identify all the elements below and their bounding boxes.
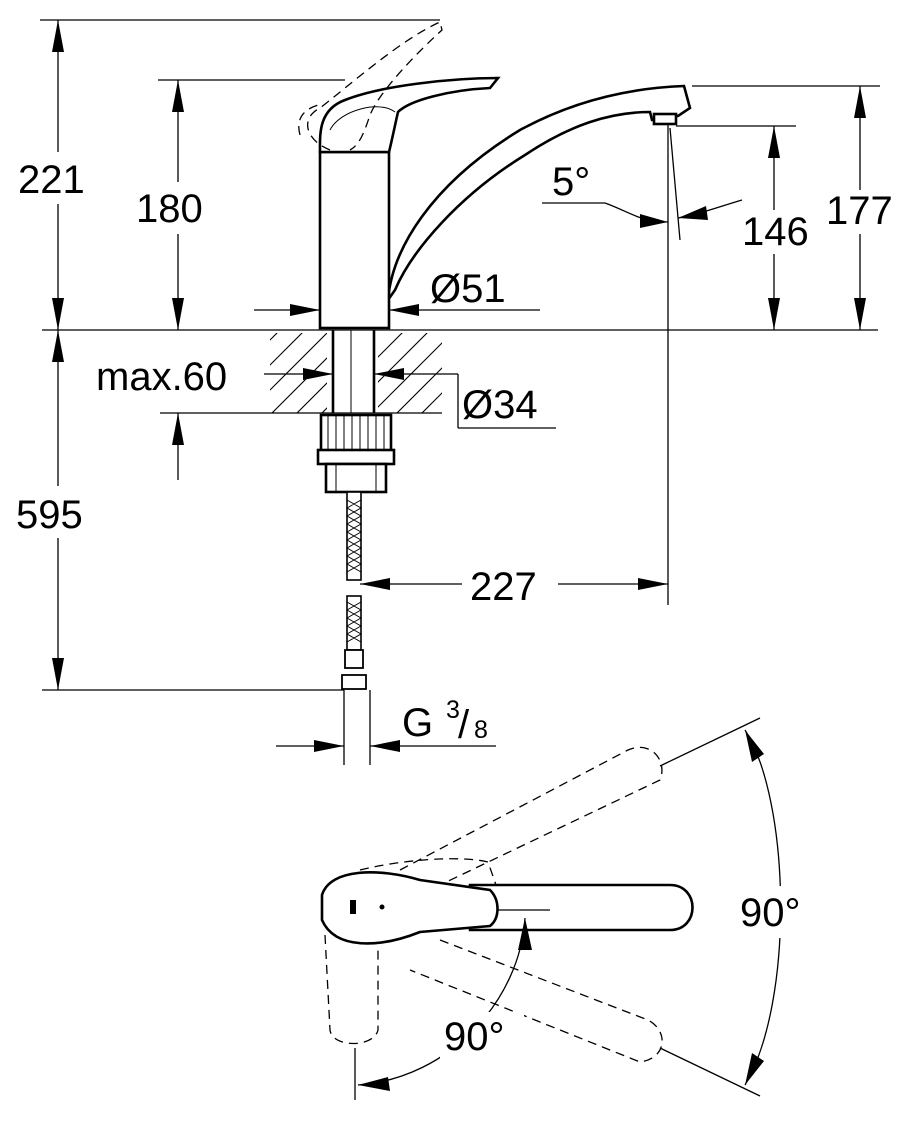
dimension-spout-angle: 5° [542,124,743,605]
svg-text:8: 8 [474,716,488,744]
dimension-177: 177 [692,85,904,330]
lever-raised-position [307,21,443,151]
lever-swing-down [324,934,379,1044]
svg-text:Ø51: Ø51 [430,267,506,311]
svg-text:90°: 90° [444,1015,505,1059]
svg-text:Ø34: Ø34 [462,383,538,427]
dimension-lever-swing: 90° [354,917,532,1100]
svg-text:90°: 90° [740,891,801,935]
svg-text:177: 177 [826,189,893,233]
dimension-spout-swivel: 90° [659,717,820,1097]
svg-text:227: 227 [470,565,537,609]
spout-rotated-left [399,746,663,886]
dimension-180: 180 [130,79,345,330]
dimension-221: 221 [10,19,440,330]
dimension-thread: G 3 / 8 [276,696,496,752]
svg-text:180: 180 [136,187,203,231]
shank [331,330,376,413]
svg-text:/: / [458,703,470,747]
svg-text:3: 3 [446,696,460,724]
lever [318,76,501,154]
lever-marker [350,900,356,914]
mounting-nut [316,413,396,494]
svg-text:146: 146 [742,210,809,254]
svg-text:5°: 5° [552,160,590,204]
dimension-hole-diameter: Ø34 [374,368,556,429]
dimension-146: 146 [676,125,820,330]
dimension-max-thickness: max.60 [96,355,333,480]
braided-hose [341,491,367,690]
faucet-body [318,150,391,330]
spout [386,84,692,305]
svg-text:595: 595 [16,493,83,537]
aerator [652,112,678,126]
svg-text:221: 221 [18,158,85,202]
svg-text:G: G [402,701,433,745]
dimension-595: 595 [10,330,344,691]
dimension-body-diameter: Ø51 [254,267,540,316]
dimension-227: 227 [360,562,668,609]
svg-text:max.60: max.60 [96,355,227,399]
lever-top-view [320,871,499,945]
spout-top-view [468,883,694,932]
